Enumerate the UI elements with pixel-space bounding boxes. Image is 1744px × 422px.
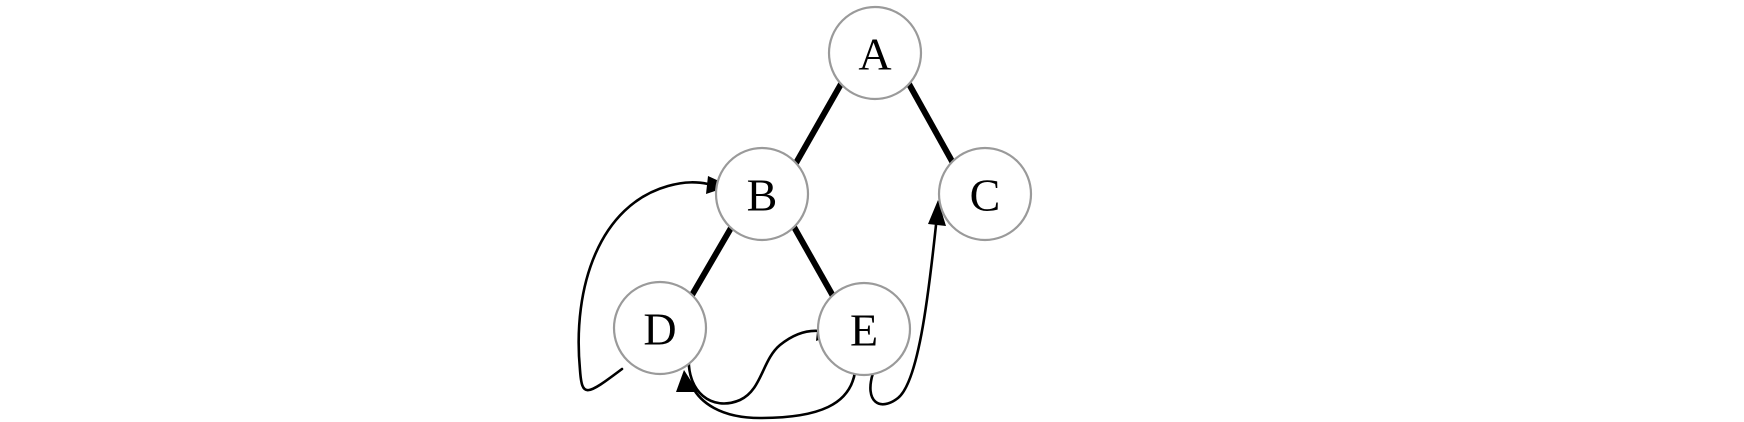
arrowhead-into-c-icon [928,200,946,226]
curve-edge-d-b [577,181,710,392]
node-b-label: B [747,170,778,221]
node-e-label: E [850,305,878,356]
curve-edge-d-e [687,329,822,405]
arrowhead-into-d-icon [676,370,698,392]
node-d-label: D [643,304,676,355]
node-e[interactable]: E [816,281,912,377]
node-b-circle[interactable] [714,146,810,242]
node-a-label: A [858,29,891,80]
tree-edge-b-d [689,226,734,297]
node-a-circle[interactable] [827,5,923,101]
curve-edge-group [577,181,938,420]
node-d[interactable]: D [612,280,708,376]
arrow-head-group [676,176,946,392]
curve-edge-e-d [690,370,857,420]
node-c[interactable]: C [937,146,1033,242]
node-a[interactable]: A [827,5,923,101]
tree-edge-a-c [906,82,956,165]
node-e-circle[interactable] [816,281,912,377]
tree-edge-a-b [793,82,844,165]
node-b[interactable]: B [714,146,810,242]
node-c-label: C [970,170,1001,221]
curve-edge-e-c [869,223,938,406]
tree-edge-b-e [791,225,836,298]
node-c-circle[interactable] [937,146,1033,242]
node-d-circle[interactable] [612,280,708,376]
tree-edge-group [689,82,956,298]
